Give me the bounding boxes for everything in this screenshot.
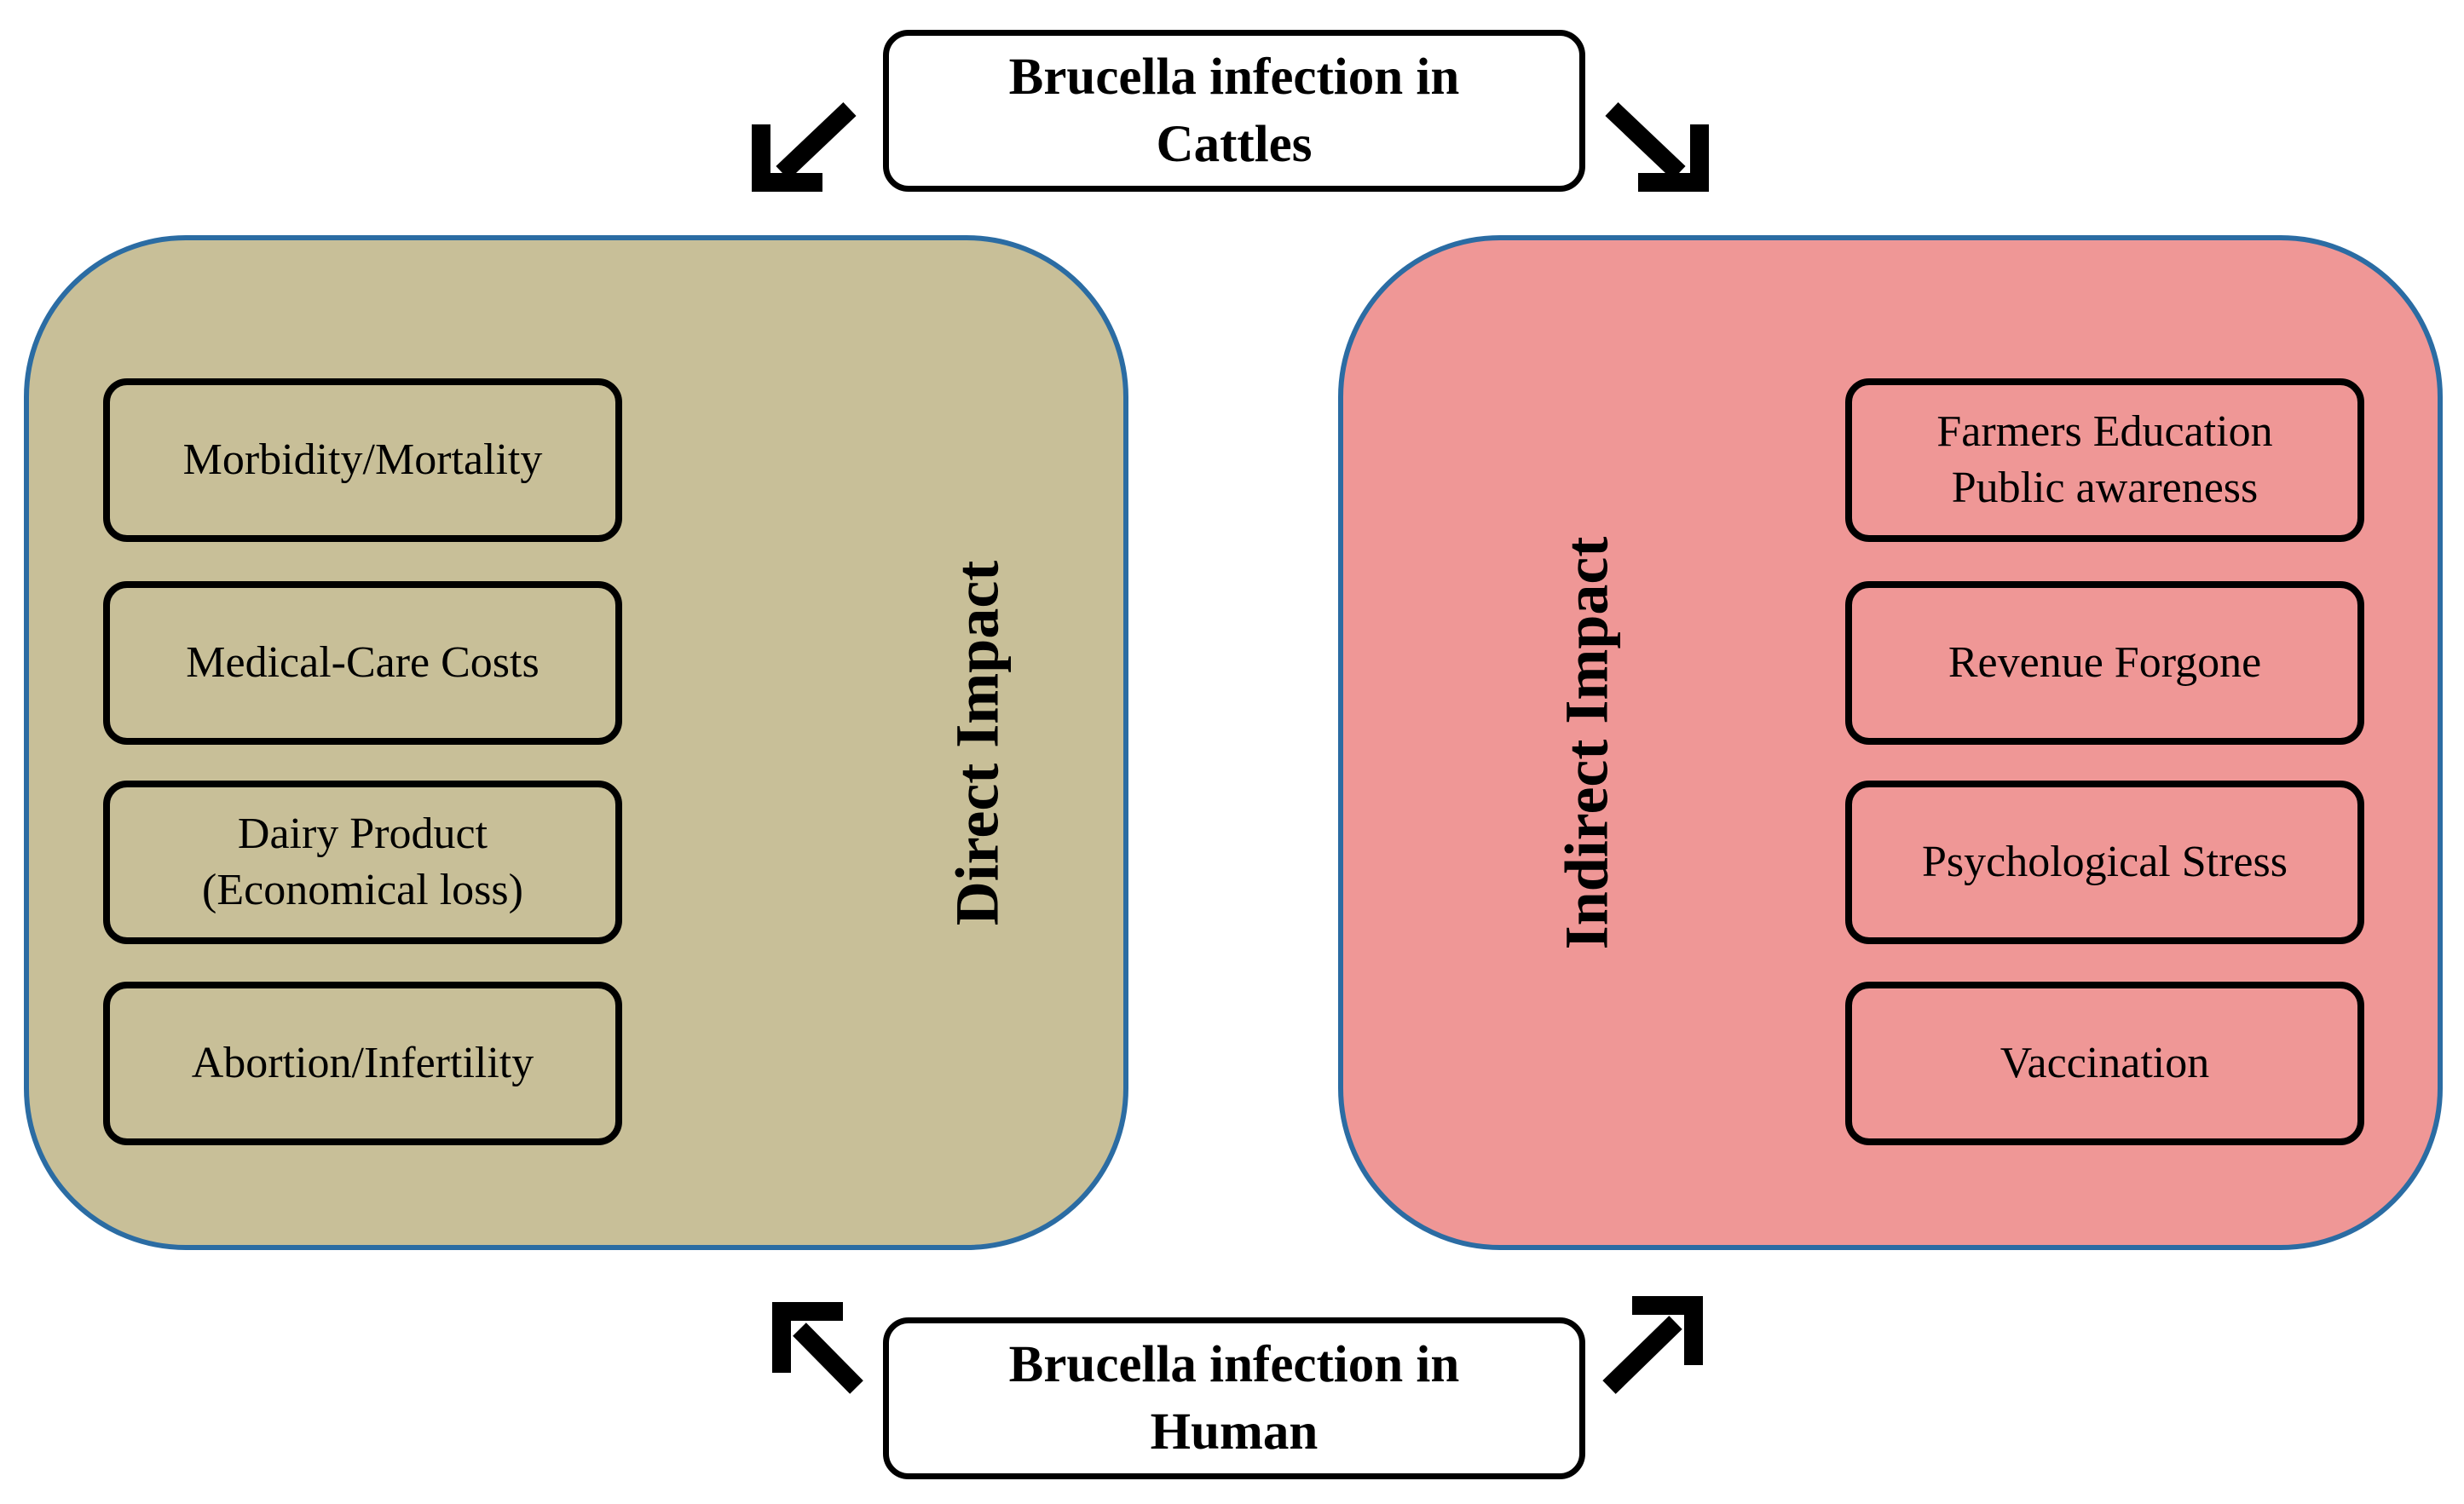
- indirect-item-revenue-forgone: Revenue Forgone: [1845, 581, 2364, 745]
- arrow-cattle-to-indirect: [1605, 102, 1709, 192]
- indirect-item-vaccination: Vaccination: [1845, 982, 2364, 1145]
- arrow-human-to-indirect: [1602, 1296, 1703, 1394]
- direct-item-medical-care-costs: Medical-Care Costs: [103, 581, 622, 745]
- direct-item-dairy-product: Dairy Product (Economical loss): [103, 781, 622, 944]
- indirect-item-farmers-education: Farmers Education Public awareness: [1845, 378, 2364, 542]
- indirect-item-psychological-stress: Psychological Stress: [1845, 781, 2364, 944]
- source-box-human: Brucella infection in Human: [883, 1317, 1585, 1479]
- source-label-human: Brucella infection in Human: [1008, 1336, 1460, 1461]
- arrow-human-to-direct: [772, 1302, 863, 1394]
- source-box-cattle: Brucella infection in Cattles: [883, 30, 1585, 192]
- arrow-cattle-to-direct: [752, 102, 857, 192]
- source-label-cattle: Brucella infection in Cattles: [1008, 49, 1460, 173]
- direct-item-morbidity-mortality: Morbidity/Mortality: [103, 378, 622, 542]
- direct-item-abortion-infertility: Abortion/Infertility: [103, 982, 622, 1145]
